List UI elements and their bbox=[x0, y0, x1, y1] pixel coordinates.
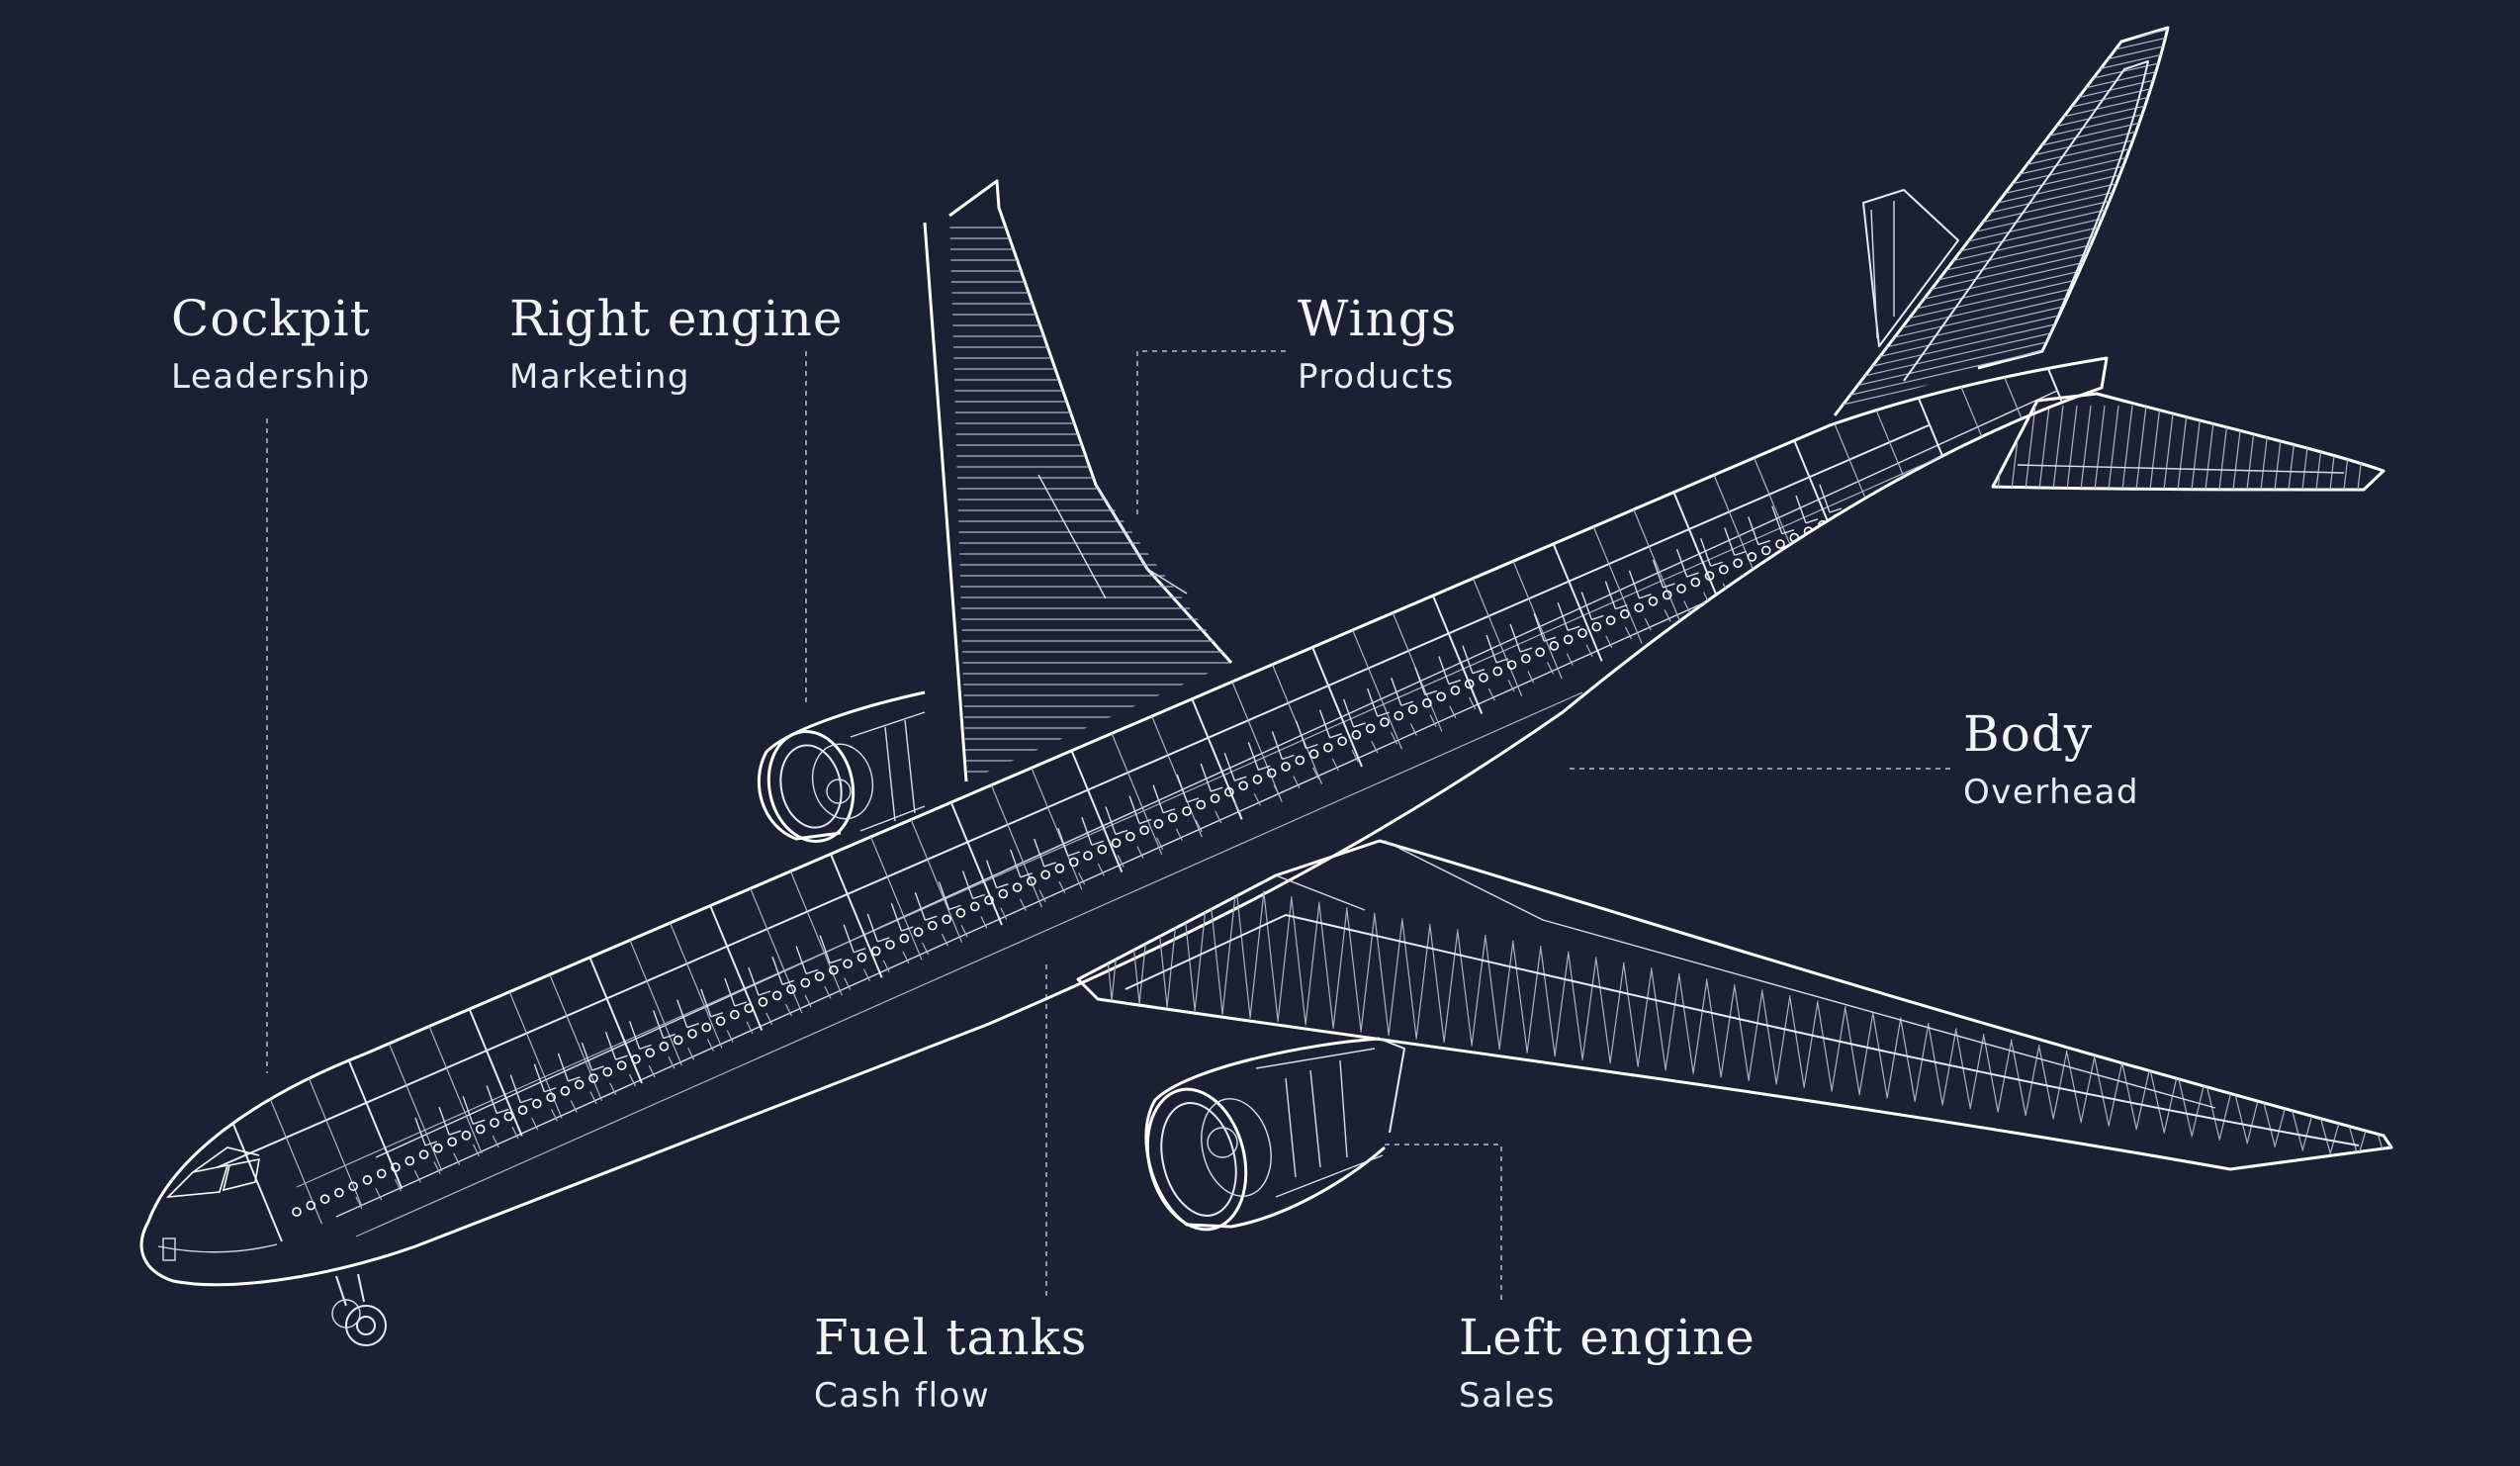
right-wing bbox=[923, 179, 1233, 782]
callout-fuel-tanks: Fuel tanks Cash flow bbox=[814, 1308, 1087, 1419]
right-engine-drawing bbox=[757, 690, 926, 843]
callout-cockpit: Cockpit Leadership bbox=[171, 289, 371, 400]
leader-lines bbox=[266, 350, 1950, 1301]
callout-wings-subtitle: Products bbox=[1298, 357, 1455, 397]
callout-left-engine: Left engine Sales bbox=[1459, 1308, 1755, 1419]
callout-fuel-tanks-subtitle: Cash flow bbox=[814, 1376, 991, 1416]
callout-body-title: Body bbox=[1963, 705, 2094, 763]
callout-cockpit-subtitle: Leadership bbox=[171, 357, 371, 397]
leader-line-left-engine bbox=[1385, 1144, 1502, 1301]
callout-left-engine-subtitle: Sales bbox=[1459, 1376, 1556, 1416]
callout-right-engine: Right engine Marketing bbox=[509, 289, 843, 400]
callout-cockpit-title: Cockpit bbox=[171, 290, 371, 347]
vertical-fin bbox=[1833, 26, 2170, 416]
callout-right-engine-subtitle: Marketing bbox=[509, 357, 690, 397]
callout-wings: Wings Products bbox=[1298, 289, 1457, 400]
callout-body: Body Overhead bbox=[1963, 704, 2139, 815]
callout-fuel-tanks-title: Fuel tanks bbox=[814, 1309, 1088, 1366]
left-engine-drawing bbox=[1144, 1037, 1405, 1232]
callout-right-engine-title: Right engine bbox=[509, 290, 844, 347]
leader-line-wings bbox=[1136, 350, 1286, 514]
callout-body-subtitle: Overhead bbox=[1963, 773, 2140, 812]
callout-wings-title: Wings bbox=[1298, 290, 1458, 347]
callout-left-engine-title: Left engine bbox=[1459, 1309, 1755, 1366]
left-wing bbox=[1076, 839, 2393, 1171]
fuselage bbox=[139, 356, 2109, 1346]
